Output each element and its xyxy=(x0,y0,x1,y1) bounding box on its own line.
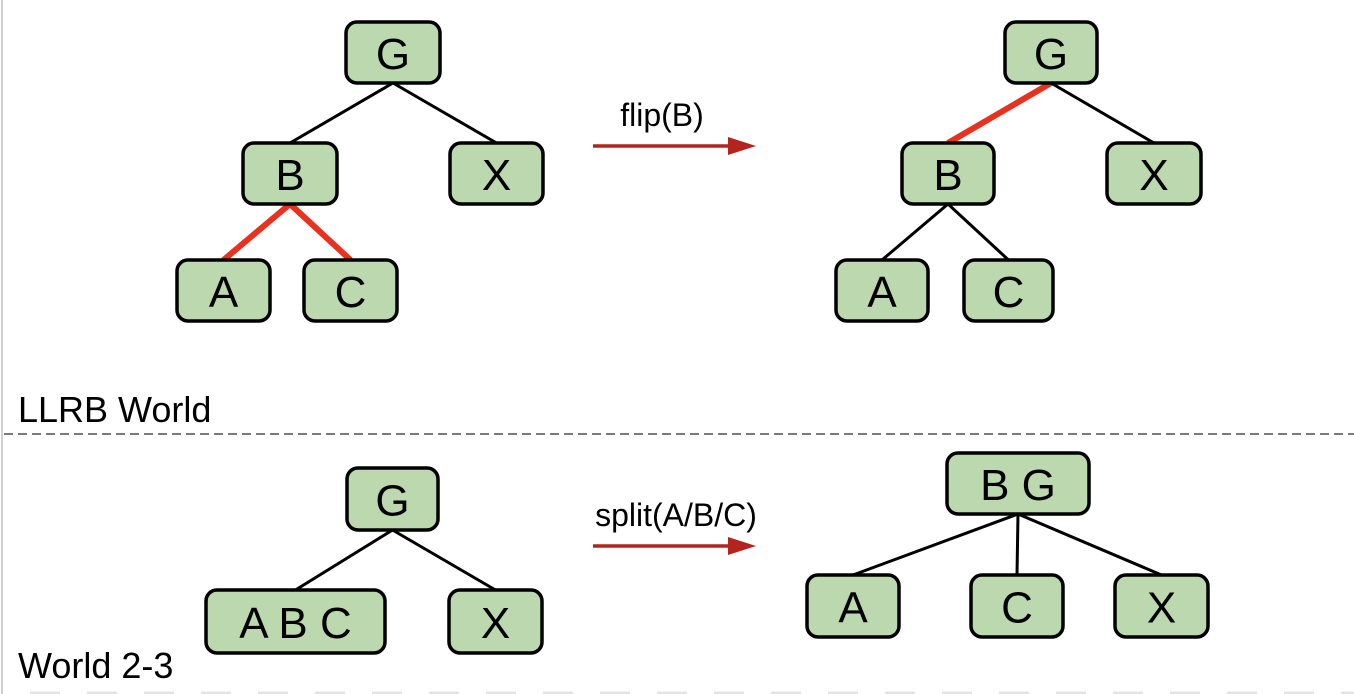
world-23-label: World 2-3 xyxy=(18,645,173,686)
node-label: C xyxy=(1001,584,1033,633)
world23-after-node-x: X xyxy=(1113,573,1210,639)
world23-after-edge-bg-c xyxy=(1015,513,1020,576)
node-box xyxy=(805,573,901,639)
node-label: A xyxy=(209,268,239,317)
node-label: A xyxy=(867,268,897,317)
llrb-before-edge-b-a-red-link xyxy=(221,201,292,263)
node-box xyxy=(344,20,442,85)
flip-arrowhead-icon xyxy=(728,137,756,155)
node-label: X xyxy=(481,599,510,648)
llrb-after-edge-b-c xyxy=(946,202,1010,262)
node-label: C xyxy=(335,268,367,317)
world23-after-node-a: A xyxy=(805,573,901,639)
node-label: A B C xyxy=(239,599,352,648)
node-box xyxy=(945,451,1091,516)
world23-before-edge-g-x xyxy=(391,528,497,592)
node-label: X xyxy=(1147,584,1176,633)
node-box xyxy=(962,258,1055,323)
flip-arrow xyxy=(593,137,756,155)
llrb-after-edge-b-a xyxy=(881,202,949,262)
node-label: C xyxy=(993,268,1025,317)
node-box xyxy=(175,258,272,323)
node-label: G xyxy=(375,477,409,526)
node-label: A xyxy=(838,584,868,633)
node-label: X xyxy=(482,151,511,200)
flip-operation-label: flip(B) xyxy=(620,97,704,133)
node-label: B xyxy=(933,151,962,200)
llrb-before-node-b: B xyxy=(241,141,339,206)
node-box xyxy=(241,141,339,206)
node-box xyxy=(447,588,544,655)
llrb-after-node-a: A xyxy=(834,258,930,323)
node-box xyxy=(345,466,440,532)
node-label: B G xyxy=(980,461,1056,510)
llrb-after-node-b: B xyxy=(900,141,996,206)
node-box xyxy=(1113,573,1210,639)
node-box xyxy=(1003,20,1099,85)
node-label: G xyxy=(1034,30,1068,79)
llrb-before-edge-b-c-red-link xyxy=(287,201,353,263)
world23-before-node-abc: A B C xyxy=(204,588,387,655)
llrb-after-node-x: X xyxy=(1105,141,1203,206)
world23-before-node-g: G xyxy=(345,466,440,532)
world23-before-edge-g-abc xyxy=(294,528,394,592)
llrb-after-node-g: G xyxy=(1003,20,1099,85)
split-arrow xyxy=(593,537,756,555)
node-box xyxy=(302,258,399,323)
llrb-after-edge-g-b-red-link xyxy=(946,80,1053,146)
node-box xyxy=(969,573,1065,639)
llrb-world-label: LLRB World xyxy=(18,389,211,430)
node-box xyxy=(204,588,387,655)
llrb-before-node-g: G xyxy=(344,20,442,85)
node-box xyxy=(448,141,545,206)
llrb-before-edge-g-b xyxy=(289,81,394,145)
world23-after-edge-bg-a xyxy=(852,512,1019,577)
node-label: X xyxy=(1139,151,1168,200)
world23-after-node-c: C xyxy=(969,573,1065,639)
llrb-before-node-a: A xyxy=(175,258,272,323)
llrb-before-node-x: X xyxy=(448,141,545,206)
node-box xyxy=(834,258,930,323)
node-box xyxy=(1105,141,1203,206)
llrb-before-edge-g-x xyxy=(392,81,498,145)
node-label: B xyxy=(275,151,304,200)
node-box xyxy=(900,141,996,206)
world23-after-node-bg: B G xyxy=(945,451,1091,516)
llrb-after-node-c: C xyxy=(962,258,1055,323)
node-label: G xyxy=(376,30,410,79)
llrb-before-node-c: C xyxy=(302,258,399,323)
llrb-after-edge-g-x xyxy=(1050,81,1155,145)
world23-before-node-x: X xyxy=(447,588,544,655)
world23-after-edge-bg-x xyxy=(1017,512,1163,577)
split-arrowhead-icon xyxy=(728,537,756,555)
split-operation-label: split(A/B/C) xyxy=(595,497,757,533)
